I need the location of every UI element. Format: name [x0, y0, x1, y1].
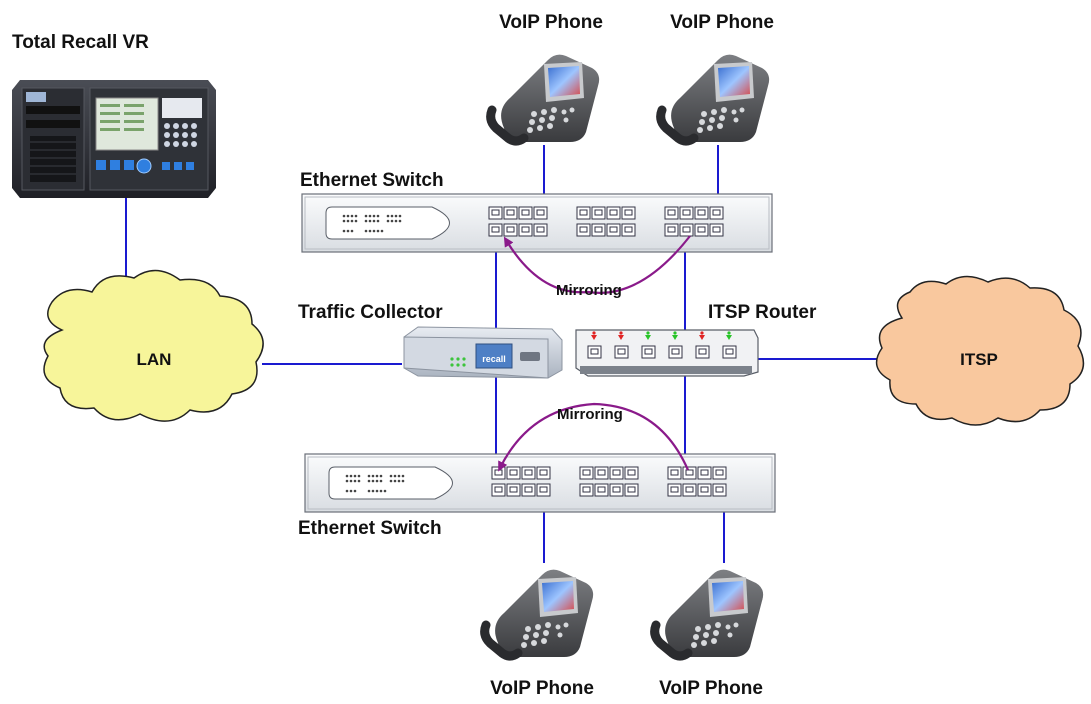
voip-phone-bottom-right [655, 570, 763, 657]
voip-phone-bottom-left [485, 570, 593, 657]
voip-phone-top-left [491, 55, 599, 142]
router-led-dot [646, 331, 650, 335]
router-led-red [618, 335, 624, 340]
voip-phone-label-bottom-left: VoIP Phone [490, 678, 594, 699]
ethernet-switch-top-label: Ethernet Switch [300, 170, 444, 191]
voip-phone-top-right [661, 55, 769, 142]
ethernet-switch-top [302, 194, 772, 252]
router-led-red [591, 335, 597, 340]
lan-cloud [43, 269, 264, 422]
total-recall-vr-rack [12, 80, 216, 198]
itsp-router-label: ITSP Router [708, 302, 817, 323]
voip-phone-label-top-right: VoIP Phone [670, 12, 774, 33]
mirroring-label-bottom: Mirroring [557, 406, 623, 423]
router-led-dot [727, 331, 731, 335]
router-status-leds [591, 331, 732, 340]
collector-brand-label: recall [482, 354, 506, 364]
itsp-label: ITSP [960, 350, 998, 369]
router-led-dot [673, 331, 677, 335]
router-led-dot [619, 331, 623, 335]
mirroring-label-top: Mirroring [556, 282, 622, 299]
ethernet-switch-bottom-label: Ethernet Switch [298, 518, 442, 539]
router-led-red [699, 335, 705, 340]
mirroring-arrow-bottom [498, 402, 690, 472]
router-led-green [672, 335, 678, 340]
traffic-collector-label: Traffic Collector [298, 302, 443, 323]
router-led-green [645, 335, 651, 340]
mirroring-arrow-top [503, 235, 691, 294]
mirroring-arrows [498, 235, 691, 472]
total-recall-vr-label: Total Recall VR [12, 32, 149, 53]
lan-label: LAN [136, 350, 172, 369]
itsp-router [575, 329, 759, 377]
itsp-cloud [875, 275, 1085, 426]
voip-phone-label-bottom-right: VoIP Phone [659, 678, 763, 699]
voip-phone-label-top-left: VoIP Phone [499, 12, 603, 33]
router-led-dot [592, 331, 596, 335]
router-led-green [726, 335, 732, 340]
ethernet-switch-bottom [305, 454, 775, 512]
router-led-dot [700, 331, 704, 335]
traffic-collector: recall [403, 326, 563, 379]
